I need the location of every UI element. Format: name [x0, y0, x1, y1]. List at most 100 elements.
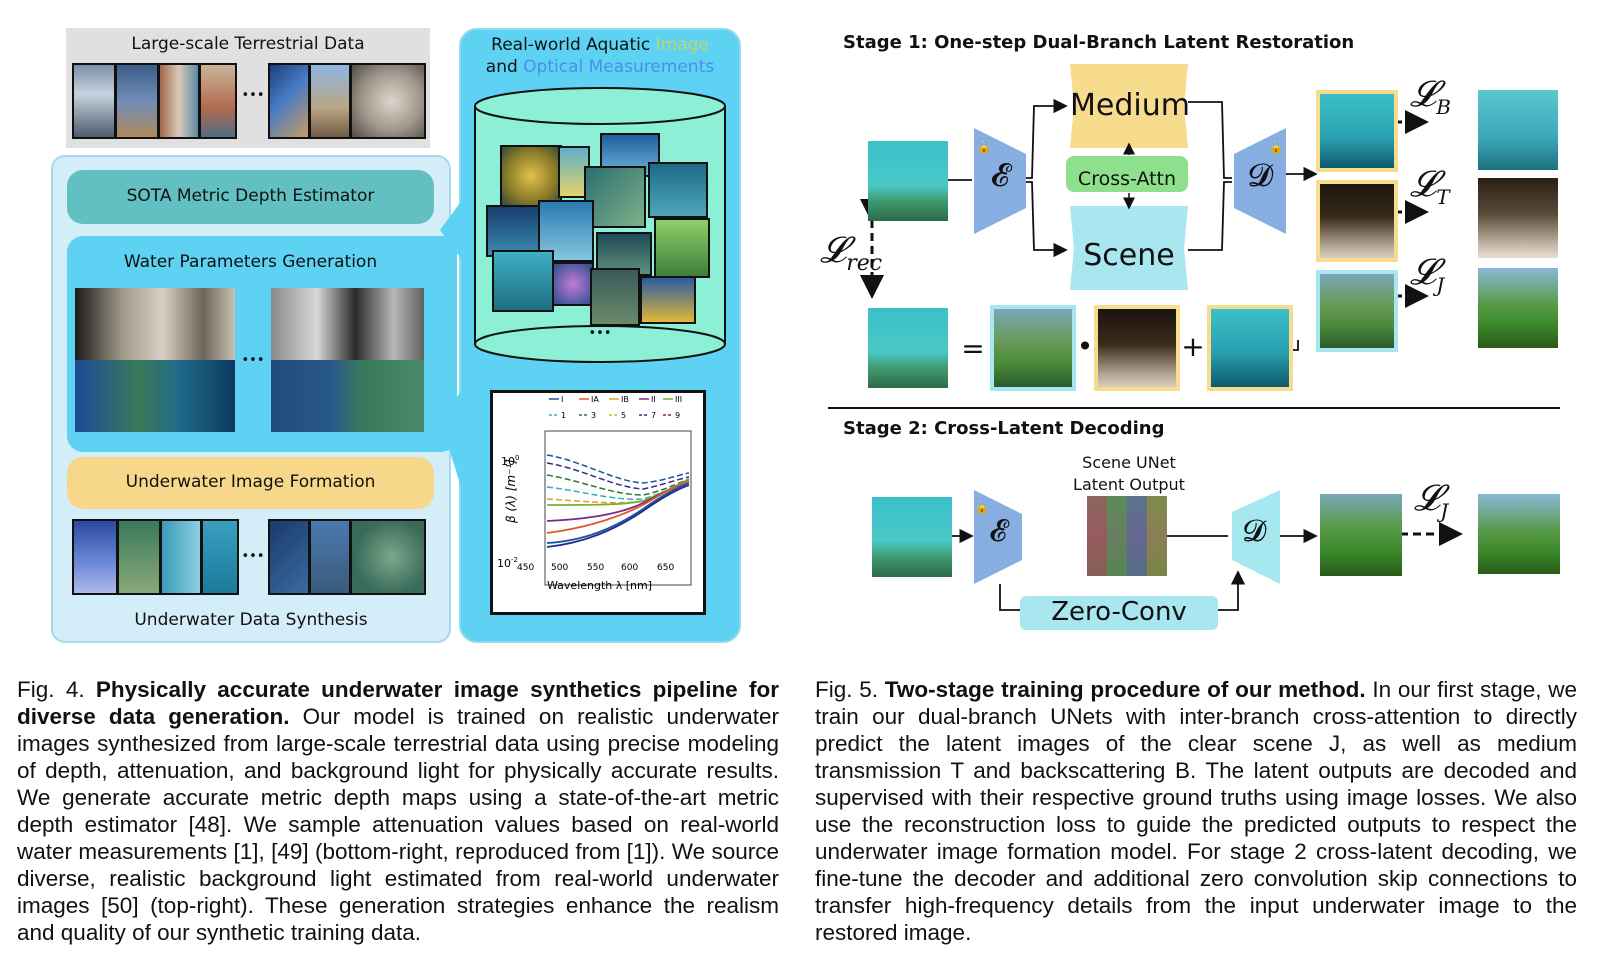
aquatic-image — [492, 250, 554, 312]
aquatic-image — [584, 166, 646, 228]
x-tick: 600 — [621, 563, 638, 573]
dot-sign: • — [1076, 330, 1094, 363]
zero-conv-box — [1020, 596, 1218, 630]
pred-backscatter-image — [1316, 90, 1398, 172]
medium-branch — [1070, 64, 1188, 148]
stage2-encoder-symbol: 𝓔 — [989, 514, 1007, 549]
water-params-label: Water Parameters Generation — [123, 252, 378, 272]
terrestrial-image — [158, 63, 200, 139]
aquatic-image — [654, 218, 710, 278]
x-tick: 450 — [517, 563, 534, 573]
stage2-title: Stage 2: Cross-Latent Decoding — [843, 418, 1165, 439]
synthetic-image — [268, 519, 310, 595]
stage2-decoder-symbol: 𝓓 — [1242, 514, 1266, 549]
curve — [546, 480, 690, 501]
legend-label: 7 — [651, 411, 656, 420]
legend-label: 3 — [591, 411, 596, 420]
lock-icon: 🔒 — [976, 140, 992, 154]
curve — [546, 454, 690, 484]
terrestrial-image — [350, 63, 426, 139]
terrestrial-title: Large-scale Terrestrial Data — [131, 34, 365, 54]
optical-word: Optical Measurements — [523, 57, 715, 77]
pred-transmission-image — [1316, 180, 1398, 262]
curve — [546, 484, 690, 548]
image-word: Image — [655, 35, 709, 55]
curve — [546, 482, 690, 544]
formation-label: Underwater Image Formation — [125, 472, 376, 492]
water-param-map — [271, 360, 424, 432]
recon-backscatter-image — [1207, 305, 1293, 391]
scene-unet-latent — [1087, 496, 1167, 576]
ellipsis: ••• — [241, 88, 265, 103]
lock-icon: 🔒 — [1268, 140, 1284, 154]
curve — [546, 478, 690, 504]
stage2-gt-image — [1478, 494, 1560, 574]
legend-label: III — [675, 395, 682, 404]
synthetic-image — [160, 519, 202, 595]
x-tick: 550 — [587, 563, 604, 573]
plus-sign: + — [1181, 330, 1205, 363]
stage1-diagram — [860, 64, 1429, 358]
terrestrial-image — [115, 63, 159, 139]
ellipsis: ••• — [241, 549, 265, 564]
legend-label: I — [561, 395, 563, 404]
sota-depth-label: SOTA Metric Depth Estimator — [126, 186, 375, 206]
aquatic-image — [648, 162, 708, 218]
aquatic-title: Real-world Aquatic Image and Optical Mea… — [485, 35, 715, 77]
loss-j-label: 𝓛J — [1410, 252, 1445, 298]
stage2-decoder-block — [1232, 490, 1280, 584]
x-tick: 500 — [551, 563, 568, 573]
synthetic-image — [309, 519, 351, 595]
input-underwater-image — [868, 141, 948, 221]
curve — [546, 474, 690, 496]
stage2-input-image — [872, 497, 952, 577]
loss-rec-label: 𝓛rec — [820, 230, 883, 277]
formation-box — [67, 457, 434, 509]
recon-transmission-image — [1094, 305, 1180, 391]
sota-depth-box — [67, 170, 434, 224]
y-tick: 100 — [501, 454, 519, 468]
equals-sign: = — [961, 332, 985, 365]
zero-conv-label: Zero-Conv — [1051, 597, 1187, 627]
legend-label: IA — [591, 395, 599, 404]
synthetic-image — [350, 519, 426, 595]
gt-scene-image — [1478, 268, 1558, 348]
cross-attn-box — [1066, 156, 1188, 192]
water-param-map — [75, 360, 235, 432]
stage2-diagram — [952, 490, 1463, 611]
scene-branch — [1070, 206, 1188, 290]
attenuation-chart: I IA IB II III 1 3 5 7 9 100 10-2 450 50… — [497, 395, 692, 592]
legend-label: IB — [621, 395, 629, 404]
x-axis-label: Wavelength λ [nm] — [547, 579, 652, 592]
synthetic-image — [201, 519, 239, 595]
gt-backscatter-image — [1478, 90, 1558, 170]
decoder-block — [1234, 128, 1286, 234]
legend-label: 9 — [675, 411, 680, 420]
reconstructed-image — [868, 308, 948, 388]
curve — [546, 480, 690, 534]
terrestrial-image — [268, 63, 310, 139]
depth-map — [271, 288, 424, 360]
scene-label: Scene — [1083, 238, 1175, 273]
ellipsis: ••• — [241, 353, 265, 368]
medium-label: Medium — [1070, 88, 1190, 123]
stage2-encoder-block — [974, 490, 1022, 584]
aquatic-image — [640, 276, 696, 324]
decoder-symbol: 𝓓 — [1247, 156, 1273, 194]
recon-scene-image — [990, 305, 1076, 391]
cross-attn-label: Cross-Attn — [1077, 168, 1177, 190]
stage2-output-image — [1320, 494, 1402, 576]
lock-icon: 🔒 — [974, 500, 990, 514]
stage1-title: Stage 1: One-step Dual-Branch Latent Res… — [843, 32, 1355, 53]
loss-b-label: 𝓛B — [1410, 74, 1451, 120]
legend-label: II — [651, 395, 656, 404]
gt-transmission-image — [1478, 178, 1558, 258]
fig4-caption: Fig. 4. Physically accurate underwater i… — [17, 677, 780, 945]
ellipsis: ••• — [588, 326, 612, 341]
loss-t-label: 𝓛T — [1410, 164, 1450, 210]
aquatic-image — [590, 268, 640, 326]
y-tick: 10-2 — [497, 556, 518, 570]
stage2-loss-j-label: 𝓛J — [1414, 478, 1449, 524]
synthesis-label: Underwater Data Synthesis — [134, 610, 368, 630]
